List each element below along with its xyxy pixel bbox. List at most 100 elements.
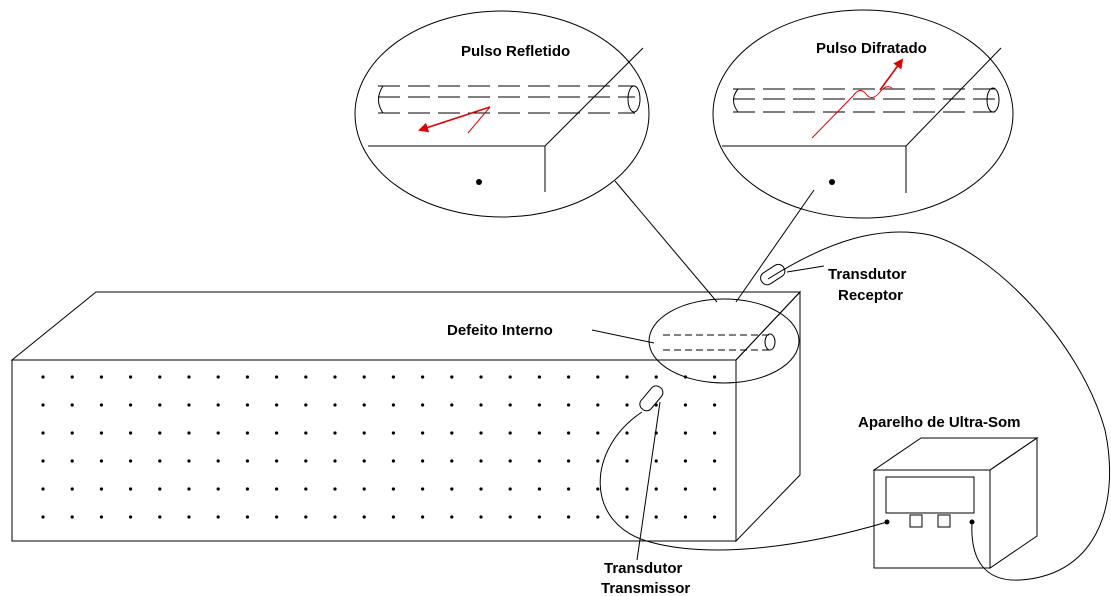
transmitter-cable	[599, 411, 888, 551]
block-dot	[158, 403, 162, 407]
block-dot	[333, 459, 337, 463]
block-dot	[683, 459, 688, 463]
block-dot	[625, 487, 629, 491]
zoom-line-right	[735, 189, 815, 303]
block-dot	[654, 459, 658, 463]
block-dot	[537, 459, 542, 463]
block-dot	[41, 487, 45, 491]
device-side-face	[989, 437, 1038, 569]
block-dot	[567, 375, 571, 379]
block-dot	[421, 515, 425, 519]
block-dot	[362, 431, 366, 435]
block-dot	[450, 487, 454, 491]
reflected-pulse-arrow	[418, 106, 491, 133]
block-dot	[275, 431, 279, 435]
block-dot	[362, 459, 366, 463]
block-dot	[391, 515, 395, 519]
block-dot	[245, 375, 249, 379]
block-dot	[216, 459, 220, 463]
block-dot	[245, 459, 249, 463]
block-dot	[625, 459, 629, 463]
block-dot	[654, 375, 658, 379]
reflected-pulse-label: Pulso Refletido	[461, 43, 570, 60]
block-dot	[508, 487, 512, 491]
block-dot	[479, 459, 483, 463]
reflected-pulse-incident	[467, 106, 491, 134]
block-dot	[304, 459, 308, 463]
block-dot-grid	[41, 375, 717, 519]
device-front-face	[873, 469, 991, 569]
block-dot	[654, 515, 658, 519]
block-dot	[304, 403, 308, 407]
diffracted-cyl-right-end	[986, 87, 1000, 113]
zoom-line-left	[614, 180, 718, 303]
block-dot	[625, 403, 629, 407]
block-dot	[245, 431, 249, 435]
block-dot	[304, 431, 308, 435]
block-dot	[713, 431, 717, 435]
block-dot	[99, 487, 103, 491]
block-dot	[275, 487, 279, 491]
block-dot	[625, 431, 629, 435]
block-dot	[187, 403, 191, 407]
block-dot	[567, 487, 571, 491]
block-dot	[596, 403, 600, 407]
defect-ellipse	[648, 298, 800, 384]
diffracted-pulse-incident	[811, 95, 854, 139]
block-dot	[333, 431, 337, 435]
block-dot	[333, 375, 337, 379]
block-dot	[99, 403, 103, 407]
block-dot	[450, 459, 454, 463]
block-dot	[158, 431, 162, 435]
block-dot	[99, 431, 103, 435]
reflected-pulse-zoom	[354, 10, 650, 218]
block-dot	[713, 487, 717, 491]
block-dot	[683, 515, 688, 519]
reflected-zoom-ellipse	[354, 10, 650, 218]
block-dot	[129, 487, 133, 491]
block-dot	[41, 459, 45, 463]
block-dot	[158, 459, 162, 463]
block-dot	[683, 487, 688, 491]
block-dot	[625, 515, 629, 519]
block-dot	[421, 403, 425, 407]
reflected-cyl-right-end	[627, 85, 641, 113]
block-dot	[654, 487, 658, 491]
defect-leader-line	[591, 329, 655, 344]
block-dot	[99, 375, 103, 379]
block-dot	[421, 375, 425, 379]
device-label: Aparelho de Ultra-Som	[858, 414, 1021, 431]
device-port-right	[969, 519, 975, 525]
receiver-label-leader	[786, 265, 825, 273]
block-dot	[362, 403, 366, 407]
block-dot	[187, 431, 191, 435]
block-dot	[479, 431, 483, 435]
block-dot	[333, 515, 337, 519]
diffracted-pulse-arrow	[879, 58, 904, 91]
block-dot	[41, 375, 45, 379]
block-dot	[129, 459, 133, 463]
block-dot	[70, 515, 74, 519]
block-dot	[537, 375, 542, 379]
receiver-cable	[767, 231, 1111, 581]
block-dot	[713, 375, 717, 379]
receiver-label-line1: Transdutor	[828, 266, 907, 283]
block-dot	[567, 515, 571, 519]
diffracted-pulse-zoom	[712, 9, 1014, 219]
block-dot	[391, 375, 395, 379]
block-dot	[129, 403, 133, 407]
block-dot	[508, 403, 512, 407]
block-dot	[333, 487, 337, 491]
block-dot	[479, 515, 483, 519]
block-dot	[158, 375, 162, 379]
internal-defect-label: Defeito Interno	[447, 322, 553, 339]
block-dot	[41, 403, 45, 407]
device-top-face	[872, 437, 1039, 471]
block-dot	[479, 487, 483, 491]
receiver-label-line2: Receptor	[838, 287, 903, 304]
block-dot	[129, 431, 133, 435]
block-dot	[216, 515, 220, 519]
block-dot	[70, 459, 74, 463]
device-button-left	[909, 514, 923, 528]
